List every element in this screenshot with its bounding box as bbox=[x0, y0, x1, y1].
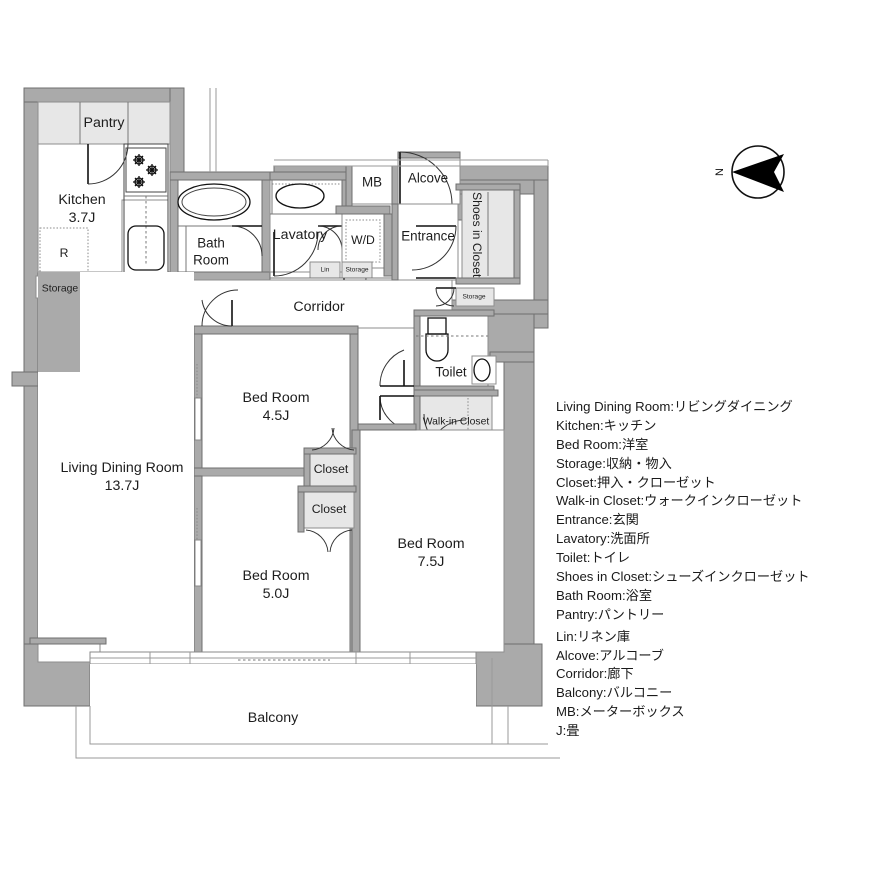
legend: Living Dining Room:リビングダイニング Kitchen:キッチ… bbox=[556, 398, 868, 741]
legend-item-pantry: Pantry:パントリー bbox=[556, 606, 665, 622]
room-area-kitchen: 3.7J bbox=[68, 210, 96, 226]
legend-item-j: J:畳 bbox=[556, 723, 580, 739]
room-label-linen: Lin bbox=[320, 266, 330, 274]
legend-item-storage: Storage:収納・物入 bbox=[556, 455, 672, 471]
room-label-bedroom-2: Bed Room bbox=[242, 568, 310, 584]
room-label-closet-1: Closet bbox=[313, 462, 349, 476]
legend-item-balcony: Balcony:バルコニー bbox=[556, 685, 673, 701]
room-label-alcove: Alcove bbox=[407, 170, 449, 186]
legend-item-mb: MB:メーターボックス bbox=[556, 704, 685, 720]
room-label-storage-entry: Storage bbox=[462, 293, 486, 301]
room-label-living-dining: Living Dining Room bbox=[60, 460, 184, 476]
room-label-bath-room-line1: Bath bbox=[197, 235, 225, 251]
room-label-balcony: Balcony bbox=[247, 710, 299, 726]
legend-item-bath-room: Bath Room:浴室 bbox=[556, 587, 653, 603]
legend-item-alcove: Alcove:アルコーブ bbox=[556, 647, 664, 663]
room-label-bedroom-3: Bed Room bbox=[397, 536, 465, 552]
room-label-bedroom-1: Bed Room bbox=[242, 390, 310, 406]
legend-item-lavatory: Lavatory:洗面所 bbox=[556, 531, 650, 547]
legend-item-lin: Lin:リネン庫 bbox=[556, 628, 631, 644]
room-label-shoes-in-closet: Shoes in Closet bbox=[470, 192, 484, 278]
compass-north-label: N bbox=[714, 168, 726, 176]
room-label-closet-2: Closet bbox=[311, 502, 347, 516]
room-label-toilet: Toilet bbox=[435, 364, 467, 380]
room-label-mb: MB bbox=[361, 174, 383, 190]
legend-item-closet: Closet:押入・クローゼット bbox=[556, 474, 716, 490]
legend-item-kitchen: Kitchen:キッチン bbox=[556, 417, 657, 433]
room-label-entrance: Entrance bbox=[401, 228, 455, 244]
room-area-bedroom-3: 7.5J bbox=[417, 554, 445, 570]
room-label-walk-in-closet: Walk-in Closet bbox=[422, 416, 490, 428]
room-label-kitchen: Kitchen bbox=[58, 192, 106, 208]
room-label-pantry: Pantry bbox=[83, 115, 125, 131]
fixture-label-refrigerator: R bbox=[59, 246, 69, 260]
fixture-label-washer-dryer: W/D bbox=[351, 233, 375, 247]
legend-item-shoes-in-closet: Shoes in Closet:シューズインクローゼット bbox=[556, 569, 810, 585]
legend-item-bed-room: Bed Room:洋室 bbox=[556, 436, 649, 452]
room-label-storage-corridor: Storage bbox=[345, 266, 369, 274]
room-label-bath-room-line2: Room bbox=[193, 252, 229, 268]
legend-item-living-dining: Living Dining Room:リビングダイニング bbox=[556, 399, 793, 414]
legend-item-toilet: Toilet:トイレ bbox=[556, 550, 631, 566]
legend-item-walk-in-closet: Walk-in Closet:ウォークインクローゼット bbox=[556, 493, 803, 509]
room-area-bedroom-1: 4.5J bbox=[262, 408, 290, 424]
room-area-living-dining: 13.7J bbox=[104, 478, 140, 494]
legend-item-entrance: Entrance:玄関 bbox=[556, 512, 639, 528]
room-label-corridor: Corridor bbox=[293, 299, 345, 315]
compass-rose bbox=[731, 145, 785, 199]
room-label-storage-kitchen: Storage bbox=[41, 283, 79, 295]
room-area-bedroom-2: 5.0J bbox=[262, 586, 290, 602]
room-label-lavatory: Lavatory bbox=[272, 227, 328, 243]
legend-item-corridor: Corridor:廊下 bbox=[556, 666, 634, 682]
